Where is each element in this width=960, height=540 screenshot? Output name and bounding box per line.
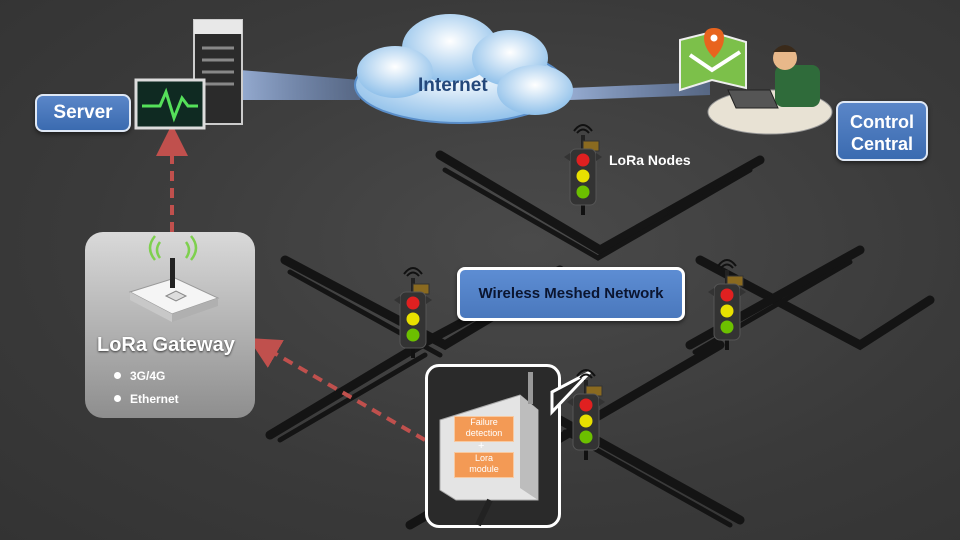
internet-cloud-icon [354,14,573,124]
server-internet-link [240,70,360,100]
lora-nodes-label: LoRa Nodes [609,152,691,168]
server-tower-icon [193,19,243,125]
traffic-light-node-icon [708,259,746,350]
traffic-light-node-icon [394,267,432,358]
gateway-feature-3g4g: 3G/4G [114,369,165,383]
traffic-light-node-icon [564,124,602,215]
traffic-light-node-icon [567,369,605,460]
module-to-gateway-arrow [248,338,426,442]
callout-pointer [550,370,592,416]
internet-label: Internet [418,75,488,96]
monitor-waveform-icon [134,78,206,130]
map-icon [679,28,747,92]
lora-gateway-title: LoRa Gateway [97,334,235,356]
server-label: Server [35,94,131,132]
gateway-feature-ethernet: Ethernet [114,392,179,406]
internet-control-link [570,82,710,100]
module-plus-sign: + [478,440,485,452]
wireless-meshed-network-label: Wireless Meshed Network [457,267,685,321]
operator-desk-icon [707,45,833,135]
